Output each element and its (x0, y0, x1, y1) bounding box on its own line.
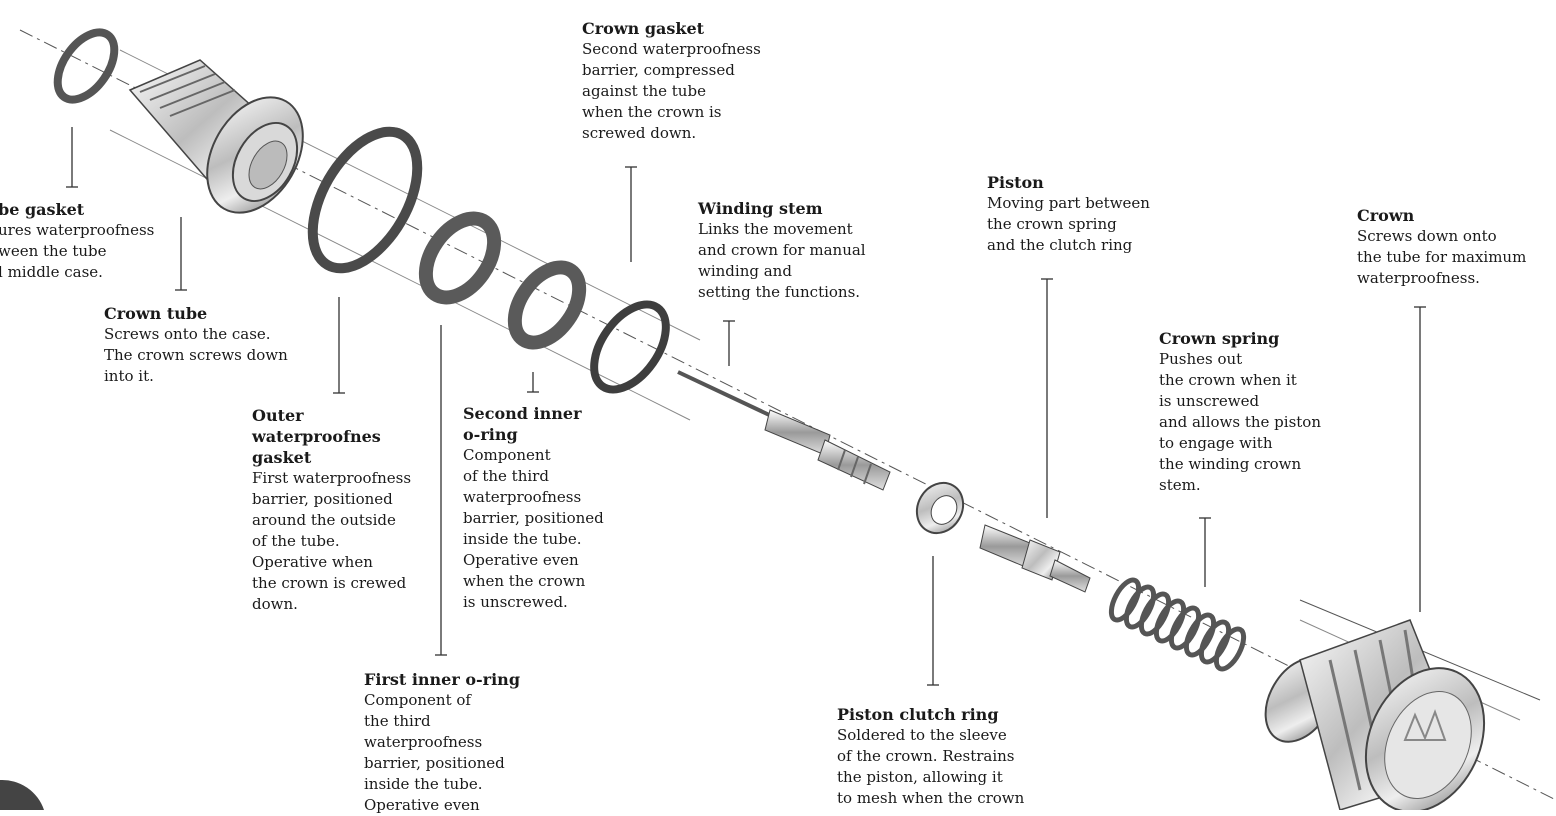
label-title: First inner o-ring (364, 670, 520, 689)
label-piston-clutch-ring: Piston clutch ring Soldered to the sleev… (837, 704, 1024, 809)
label-description: Links the movement and crown for manual … (698, 220, 866, 301)
label-description: Soldered to the sleeve of the crown. Res… (837, 726, 1025, 807)
corner-fragment (0, 779, 44, 810)
label-second-inner-oring: Second inner o-ring Component of the thi… (463, 403, 604, 613)
crown-gasket-part (590, 300, 670, 394)
piston-part (979, 524, 1091, 593)
label-winding-stem: Winding stem Links the movement and crow… (698, 198, 866, 303)
label-description: Moving part between the crown spring and… (987, 194, 1150, 254)
label-title: Second inner o-ring (463, 404, 582, 444)
label-description: Screws onto the case. The crown screws d… (104, 325, 288, 385)
label-description: Component of the third waterproofness ba… (463, 446, 604, 611)
label-title: Outer waterproofnes gasket (252, 406, 381, 467)
label-crown-spring: Crown spring Pushes out the crown when i… (1159, 328, 1321, 496)
first-inner-oring-part (418, 211, 502, 305)
label-description: ures waterproofness ween the tube l midd… (0, 221, 155, 281)
label-first-inner-oring: First inner o-ring Component of the thir… (364, 669, 520, 816)
label-crown: Crown Screws down onto the tube for maxi… (1357, 205, 1526, 289)
label-crown-gasket: Crown gasket Second waterproofness barri… (582, 18, 761, 144)
piston-clutch-ring-part (915, 481, 965, 535)
label-crown-tube: Crown tube Screws onto the case. The cro… (104, 303, 288, 387)
label-description: Screws down onto the tube for maximum wa… (1357, 227, 1527, 287)
crown-spring-part (1108, 577, 1247, 672)
label-title: Crown spring (1159, 329, 1280, 348)
label-title: Crown gasket (582, 19, 705, 38)
winding-stem-part (677, 370, 891, 491)
label-description: Pushes out the crown when it is unscrewe… (1159, 350, 1321, 494)
label-title: Crown tube (104, 304, 208, 323)
outer-gasket-part (307, 126, 423, 274)
label-tube-gasket: be gasket ures waterproofness ween the t… (0, 199, 154, 283)
second-inner-oring-part (507, 260, 587, 350)
label-description: First waterproofness barrier, positioned… (252, 469, 412, 613)
label-title: be gasket (0, 200, 85, 219)
tube-gasket-part (53, 28, 119, 104)
label-description: Second waterproofness barrier, compresse… (582, 40, 761, 142)
label-title: Crown (1357, 206, 1415, 225)
label-title: Piston clutch ring (837, 705, 999, 724)
label-outer-gasket: Outer waterproofnes gasket First waterpr… (252, 405, 411, 615)
label-title: Piston (987, 173, 1044, 192)
crown-tube-part (128, 59, 304, 214)
label-description: Component of the third waterproofness ba… (364, 691, 505, 814)
leader-lines (66, 127, 1426, 686)
label-piston: Piston Moving part between the crown spr… (987, 172, 1150, 256)
label-title: Winding stem (698, 199, 823, 218)
crown-part (1264, 619, 1486, 810)
